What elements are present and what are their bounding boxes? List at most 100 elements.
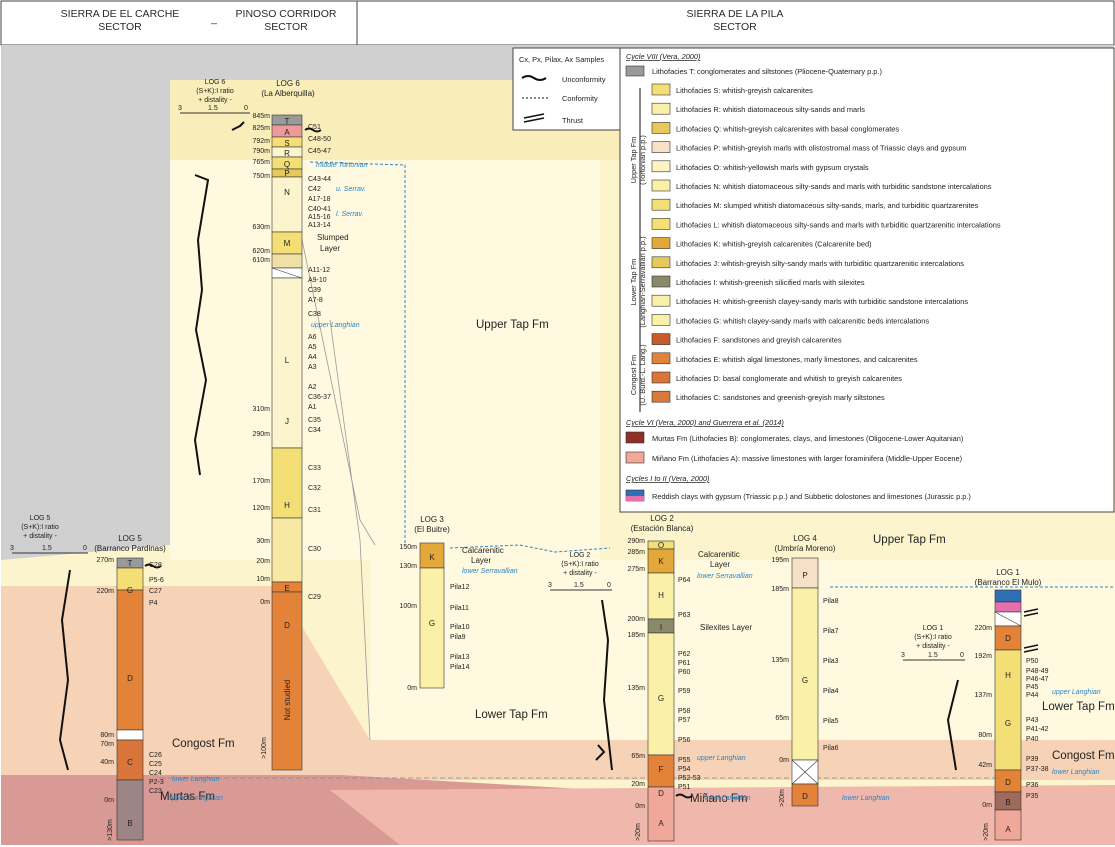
l6-s18: A2 — [308, 384, 317, 391]
l2-s12: P51 — [678, 784, 691, 791]
l5-letter-t: T — [128, 559, 133, 568]
l4-d2: 135m — [771, 657, 789, 664]
l6-s11: C39 — [308, 287, 321, 294]
legend-swatch — [652, 161, 670, 172]
ratio2-tick-3: 3 — [548, 582, 552, 589]
l4-s1: Pila7 — [823, 628, 839, 635]
ratio5-tick-0: 0 — [83, 545, 87, 552]
l1-s1: P48-49 — [1026, 668, 1049, 675]
l6-d3: 790m — [252, 148, 270, 155]
l6-s23: C33 — [308, 465, 321, 472]
l6-s3: C43-44 — [308, 176, 331, 183]
l2-letter-o: O — [658, 541, 664, 550]
l5-letter-c: C — [127, 758, 133, 767]
legend-swatch-t — [626, 66, 644, 76]
l6-s22: C34 — [308, 427, 321, 434]
legend-cycle12: Cycles I to II (Vera, 2000) — [626, 474, 710, 483]
l1-s11: P35 — [1026, 793, 1039, 800]
l2-s1: P63 — [678, 612, 691, 619]
l3-s3: Pila9 — [450, 634, 466, 641]
l5-s7: P2-3 — [149, 779, 164, 786]
l2-d3: 200m — [627, 616, 645, 623]
l5-s4: C26 — [149, 752, 162, 759]
l6-letter-j: J — [285, 417, 289, 426]
l1-d0: 220m — [974, 625, 992, 632]
legend-swatch — [652, 353, 670, 364]
l5-letter-g: G — [127, 586, 133, 595]
l6-d12: 120m — [252, 505, 270, 512]
header-pila-sector: SECTOR — [713, 21, 757, 33]
ratio6-tick-0: 0 — [244, 105, 248, 112]
l2-letter-h: H — [658, 591, 664, 600]
legend-swatch — [652, 180, 670, 191]
l6-s4: C42 — [308, 186, 321, 193]
l6-letter-r: R — [284, 149, 290, 158]
legend-item: Lithofacies I: whitish-greenish silicifi… — [676, 278, 865, 287]
l4-gt20: >20m — [779, 789, 786, 807]
l3-letter-k: K — [429, 553, 435, 562]
ratio1-tick-0: 0 — [960, 652, 964, 659]
legend-swatch — [652, 122, 670, 133]
l6-letter-e: E — [284, 584, 289, 593]
l4-d4: 0m — [779, 757, 789, 764]
l1-s0: P50 — [1026, 658, 1039, 665]
label-congost-2: Congost Fm — [1052, 750, 1115, 762]
label-lower-tap-1: Lower Tap Fm — [475, 709, 548, 721]
legend-cycle8: Cycle VIII (Vera, 2000) — [626, 52, 701, 61]
ratio6-dist: + distality - — [198, 97, 232, 104]
ratio5-tick-15: 1.5 — [42, 545, 52, 552]
legend-item: Lithofacies H: whitish-greenish clayey-s… — [676, 297, 968, 306]
legend-swatch — [652, 276, 670, 287]
legend-bracket-cong2: (U. Burd.-L. Lang.) — [638, 344, 647, 405]
l3-layer: Layer — [471, 556, 491, 565]
legend-item: Lithofacies Q: whitish-greyish calcareni… — [676, 124, 899, 133]
l6-letter-a: A — [284, 128, 290, 137]
legend-item: Lithofacies G: whitish clayey-sandy marl… — [676, 316, 929, 325]
legend-swatch-murtas — [626, 432, 644, 443]
legend-lit-t: Lithofacies T: conglomerates and siltsto… — [652, 67, 882, 76]
log5-subtitle: (Barranco Pardinas) — [94, 544, 166, 553]
l2-letter-a: A — [658, 819, 664, 828]
l2-d7: 20m — [631, 781, 645, 788]
l6-s9: A11-12 — [308, 267, 330, 274]
l3-s0: Pila12 — [450, 584, 470, 591]
legend-swatch — [652, 391, 670, 402]
l6-d16: 0m — [260, 599, 270, 606]
l5-d5: 0m — [104, 797, 114, 804]
legend-item: Lithofacies N: whitish diatomaceous silt… — [676, 182, 992, 191]
ratio5-dist: + distality - — [23, 533, 57, 540]
legend-swatch — [652, 103, 670, 114]
log2-title: LOG 2 — [650, 514, 674, 523]
l6-s16: A4 — [308, 354, 317, 361]
l2-d5: 135m — [627, 685, 645, 692]
label-upper-tap-1: Upper Tap Fm — [476, 319, 549, 331]
ratio6-tick-15: 1.5 — [208, 105, 218, 112]
l3-d1: 130m — [399, 563, 417, 570]
legend-bracket-upper2: (Tortonian p.p.) — [638, 135, 647, 185]
l4-letter-g: G — [802, 676, 808, 685]
l6-s7: A15-16 — [308, 214, 331, 221]
l5-s8: C23 — [149, 788, 162, 795]
legend-item: Lithofacies M: slumped whitish diatomace… — [676, 201, 979, 210]
legend-item: Lithofacies F: sandstones and greyish ca… — [676, 336, 842, 345]
l6-l-serrav: l. Serrav. — [336, 211, 364, 218]
l1-s4: P44 — [1026, 692, 1039, 699]
l6-s26: C30 — [308, 546, 321, 553]
l6-s8: A13-14 — [308, 222, 331, 229]
l1-letter-h: H — [1005, 671, 1011, 680]
l2-d6: 65m — [631, 753, 645, 760]
legend-bracket-lower1: Lower Tap Fm — [629, 259, 638, 306]
l2-layer: Layer — [710, 560, 730, 569]
legend-item: Lithofacies J: wihtish-greyish silty-san… — [676, 259, 964, 268]
l1-lower-langhian: lower Langhian — [1052, 769, 1100, 776]
legend-swatch — [652, 238, 670, 249]
legend-bracket-lower2: (Langhian-Serravallian p.p.) — [638, 236, 647, 327]
log6-not-studied: Not studied — [283, 680, 292, 720]
l6-s14: A6 — [308, 334, 317, 341]
l2-gt20: >20m — [635, 823, 642, 841]
l1-letter-a: A — [1005, 825, 1011, 834]
log4-title: LOG 4 — [793, 534, 817, 543]
l5-gt130: >130m — [107, 819, 114, 841]
log2-subtitle: (Estación Blanca) — [631, 524, 694, 533]
